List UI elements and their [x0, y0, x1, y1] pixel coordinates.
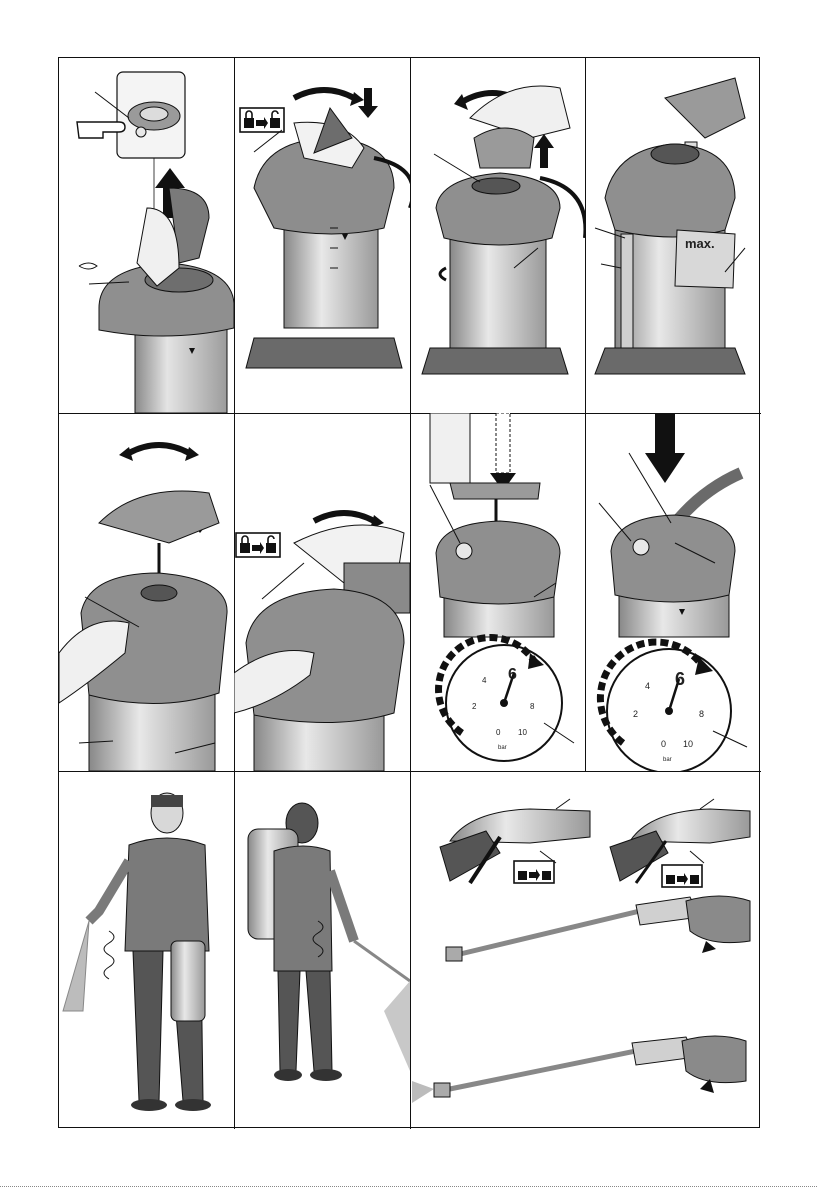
- lock-to-unlock-icon: [236, 533, 280, 557]
- down-arrow-icon: [358, 88, 378, 118]
- panel-carry-back: [234, 771, 410, 1129]
- lock-to-unlock-icon: [240, 108, 284, 132]
- max-label: max.: [685, 236, 715, 251]
- gauge-tick: 0: [496, 728, 501, 737]
- down-arrow-icon: [490, 413, 516, 491]
- rotate-arrow-icon: [294, 90, 364, 106]
- pressure-gauge-2: 0 2 4 6 8 10 bar: [600, 642, 747, 771]
- panel-fill-max: max.: [585, 58, 761, 413]
- panel-spray-gun: [410, 771, 761, 1129]
- panel-relief-valve: [59, 58, 234, 413]
- rotate-arrow-icon: [119, 445, 199, 461]
- gauge-tick: 4: [645, 681, 650, 691]
- panel-lock-handle: [234, 58, 410, 413]
- gauge-tick: 2: [633, 709, 638, 719]
- lock-to-unlock-icon: [662, 865, 702, 887]
- panel-remove-pump: [410, 58, 585, 413]
- gauge-unit: bar: [663, 757, 672, 763]
- gauge-tick: 10: [518, 728, 527, 737]
- panel-unlock-handle: [234, 413, 410, 771]
- up-arrow-icon: [534, 134, 554, 168]
- pressure-gauge-1: 0 2 4 6 8 10 bar: [439, 638, 574, 761]
- gauge-tick: 2: [472, 702, 477, 711]
- gauge-tick: 8: [530, 702, 535, 711]
- panel-insert-pump: [59, 413, 234, 771]
- lock-to-unlock-icon: [514, 861, 554, 883]
- gauge-tick: 8: [699, 709, 704, 719]
- gauge-tick: 10: [683, 739, 693, 749]
- panel-carry-front: [59, 771, 234, 1129]
- panel-connect-hose: 0 2 4 6 8 10 bar: [585, 413, 761, 771]
- panel-pump-pressure: 0 2 4 6 8 10 bar: [410, 413, 585, 771]
- down-arrow-icon: [645, 413, 685, 483]
- page-edge: [0, 1186, 817, 1187]
- gauge-tick: 0: [661, 739, 666, 749]
- gauge-tick: 4: [482, 676, 487, 685]
- instruction-sheet: max.: [58, 57, 760, 1128]
- gauge-unit: bar: [498, 745, 507, 751]
